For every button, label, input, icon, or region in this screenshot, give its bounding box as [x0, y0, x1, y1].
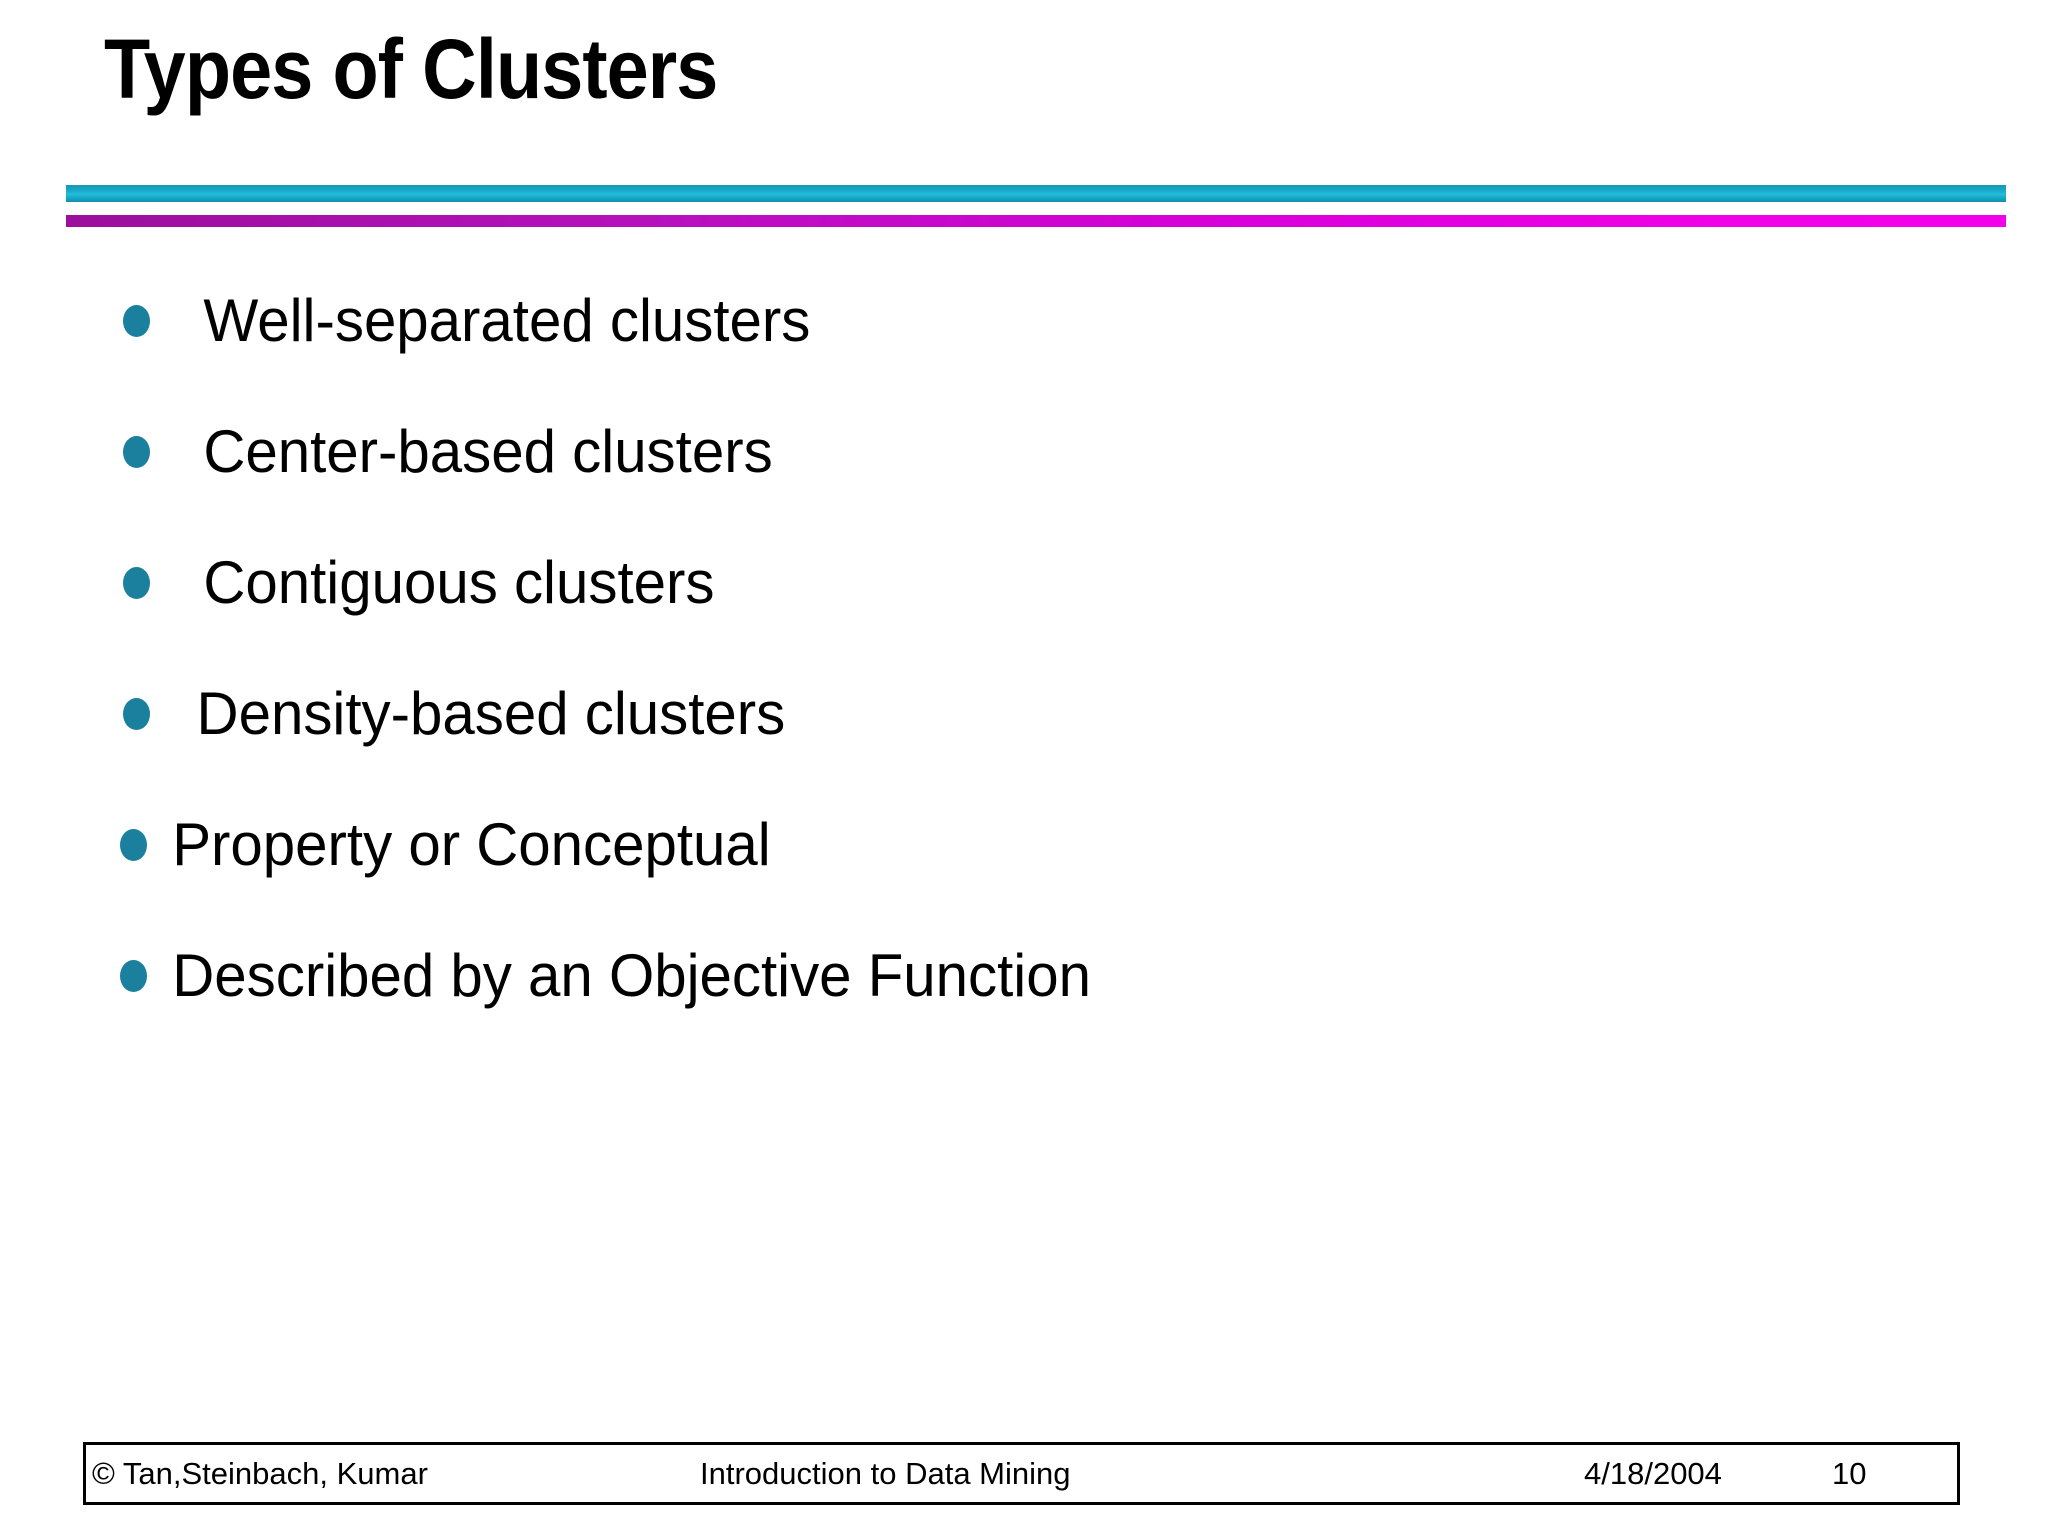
bullet-list: Well-separated clusters Center-based clu… — [0, 255, 2048, 1041]
slide-footer: © Tan,Steinbach, Kumar Introduction to D… — [83, 1442, 1960, 1505]
list-item: Contiguous clusters — [0, 517, 2048, 648]
footer-date: 4/18/2004 — [1584, 1455, 1722, 1491]
divider-magenta-rule — [66, 215, 2006, 227]
bullet-label-property-conceptual: Property or Conceptual — [172, 810, 771, 878]
bullet-label-contiguous: Contiguous clusters — [203, 548, 715, 616]
bullet-label-objective-function: Described by an Objective Function — [172, 941, 1091, 1009]
list-item: Density-based clusters — [0, 648, 2048, 779]
page-title: Types of Clusters — [104, 22, 718, 116]
footer-page-number: 10 — [1832, 1455, 1867, 1491]
list-item: Center-based clusters — [0, 386, 2048, 517]
list-item: Well-separated clusters — [0, 255, 2048, 386]
bullet-label-center-based: Center-based clusters — [203, 417, 773, 485]
title-divider — [66, 185, 2006, 235]
bullet-label-density-based: Density-based clusters — [196, 679, 786, 747]
list-item: Property or Conceptual — [0, 779, 2048, 910]
footer-course-title: Introduction to Data Mining — [700, 1455, 1071, 1491]
divider-teal-rule — [66, 185, 2006, 202]
bullet-dot-icon — [123, 697, 150, 730]
bullet-dot-icon — [123, 566, 150, 599]
bullet-dot-icon — [123, 304, 150, 337]
bullet-dot-icon — [120, 828, 147, 861]
bullet-dot-icon — [123, 435, 150, 468]
bullet-label-well-separated: Well-separated clusters — [203, 286, 811, 354]
bullet-dot-icon — [120, 959, 147, 992]
list-item: Described by an Objective Function — [0, 910, 2048, 1041]
footer-copyright: © Tan,Steinbach, Kumar — [92, 1455, 428, 1491]
